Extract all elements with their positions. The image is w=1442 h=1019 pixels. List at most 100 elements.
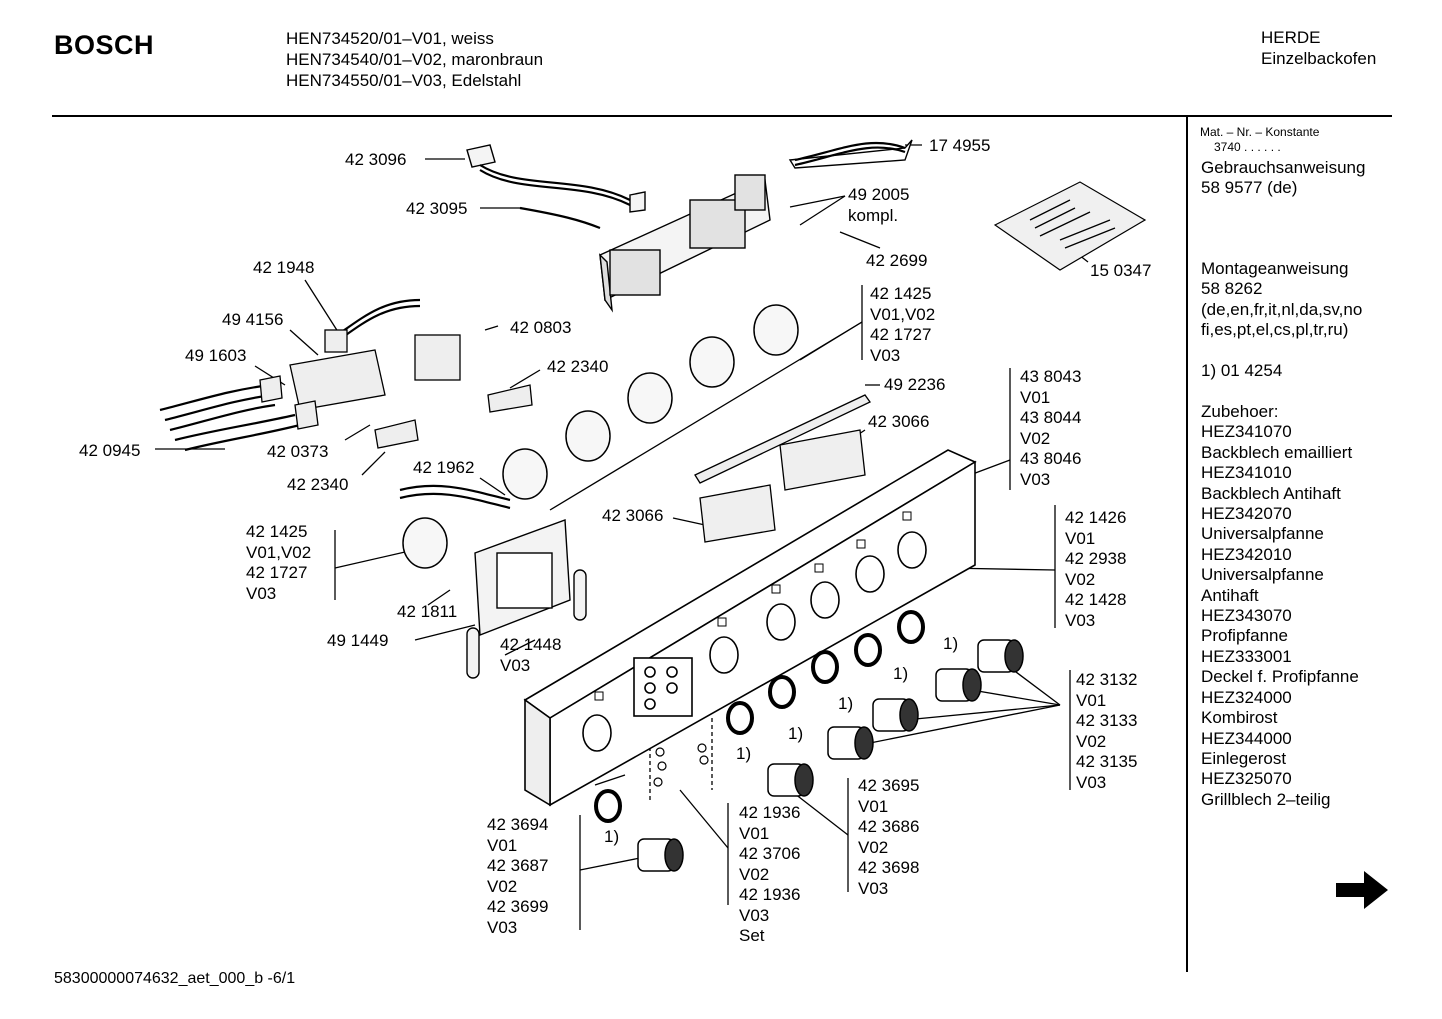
part-label: 42 1936 V01 42 3706 V02 42 1936 V03 Set <box>739 803 800 947</box>
part-line: V03 <box>858 878 889 898</box>
part-line: V02 <box>487 876 518 896</box>
part-line: 43 8046 <box>1020 449 1082 468</box>
part-line: Set <box>739 926 765 945</box>
accessory: HEZ324000 <box>1201 687 1292 707</box>
part-line: 43 8043 <box>1020 367 1082 386</box>
accessory: Deckel f. Profipfanne <box>1201 667 1359 687</box>
part-line: 42 1428 <box>1065 590 1127 609</box>
part-label: 42 1425 V01,V02 42 1727 V03 <box>870 284 935 366</box>
part-line: 42 3695 <box>858 776 920 795</box>
side-line: Gebrauchsanweisung <box>1201 158 1366 177</box>
footnote-mark: 1) <box>893 664 909 683</box>
part-line: 42 3132 <box>1076 670 1138 689</box>
part-label: 42 2340 <box>287 475 349 494</box>
footnote-mark: 1) <box>838 694 854 713</box>
accessory: HEZ342010 <box>1201 544 1292 564</box>
part-label: 42 0803 <box>510 318 572 337</box>
part-line: V03 <box>739 905 770 925</box>
part-line: 42 3706 <box>739 844 801 863</box>
mat-value: 3740 . . . . . . <box>1214 140 1281 154</box>
accessory: HEZ333001 <box>1201 646 1292 666</box>
part-label: 49 1449 <box>327 631 389 650</box>
part-line: V03 <box>1076 772 1107 792</box>
part-line: V01 <box>1076 690 1107 710</box>
part-line: 42 1727 <box>870 325 932 344</box>
part-label: 49 2236 <box>884 375 946 394</box>
part-line: V01 <box>487 835 518 855</box>
accessory: HEZ344000 <box>1201 728 1292 748</box>
part-line: 42 3687 <box>487 856 549 875</box>
part-line: 42 3135 <box>1076 752 1138 771</box>
part-label: 42 3096 <box>345 150 407 169</box>
mat-title: Mat. – Nr. – Konstante <box>1200 125 1320 139</box>
part-label: 42 2340 <box>547 357 609 376</box>
footnote-mark: 1) <box>736 744 752 763</box>
accessory: Grillblech 2–teilig <box>1201 789 1331 809</box>
mat-constant: Mat. – Nr. – Konstante 3740 . . . . . . <box>1200 125 1319 155</box>
part-line: 49 2005 <box>848 185 910 204</box>
part-line: V02 <box>858 837 889 857</box>
part-label: 42 3695 V01 42 3686 V02 42 3698 V03 <box>858 776 919 899</box>
part-label: 49 1603 <box>185 346 247 365</box>
part-line: V01,V02 <box>246 542 312 562</box>
part-line: 42 1936 <box>739 885 801 904</box>
part-line: V03 <box>246 583 277 603</box>
part-line: V01 <box>1065 528 1096 548</box>
category-line: HERDE <box>1261 28 1321 47</box>
part-label: 42 1426 V01 42 2938 V02 42 1428 V03 <box>1065 508 1126 631</box>
part-label: 15 0347 <box>1090 261 1152 280</box>
part-label: 42 1811 <box>397 602 458 621</box>
part-line: V03 <box>1020 469 1051 489</box>
installation-manual: Montageanweisung 58 8262 (de,en,fr,it,nl… <box>1201 259 1362 341</box>
part-label: 42 1948 <box>253 258 315 277</box>
next-page-arrow-icon[interactable] <box>1334 868 1390 912</box>
part-line: V03 <box>1065 610 1096 630</box>
header-divider <box>52 115 1392 117</box>
accessory: Backblech emailliert <box>1201 442 1353 462</box>
part-label: 42 0373 <box>267 442 329 461</box>
accessory: HEZ342070 <box>1201 504 1292 524</box>
accessory: Profipfanne <box>1201 626 1288 646</box>
accessory: Antihaft <box>1201 585 1259 605</box>
part-label: 42 1425 V01,V02 42 1727 V03 <box>246 522 311 604</box>
footnote-mark: 1) <box>943 634 959 653</box>
sidebar-divider <box>1186 117 1188 972</box>
part-label: 43 8043 V01 43 8044 V02 43 8046 V03 <box>1020 367 1081 490</box>
document-id: 58300000074632_aet_000_b -6/1 <box>54 970 296 987</box>
accessory: HEZ341010 <box>1201 463 1292 483</box>
part-label: 42 3132 V01 42 3133 V02 42 3135 V03 <box>1076 670 1137 793</box>
part-line: 42 1727 <box>246 563 308 582</box>
category-line: Einzelbackofen <box>1261 49 1377 68</box>
side-line: (de,en,fr,it,nl,da,sv,no <box>1201 299 1363 319</box>
part-label: 42 3066 <box>602 506 664 525</box>
accessories-title: Zubehoer: <box>1201 402 1279 421</box>
model-line: HEN734520/01–V01, weiss <box>286 29 494 48</box>
side-line: 58 9577 (de) <box>1201 178 1298 198</box>
part-line: 43 8044 <box>1020 408 1082 427</box>
part-line: V03 <box>487 917 518 937</box>
accessory: HEZ325070 <box>1201 769 1292 789</box>
accessory: HEZ343070 <box>1201 606 1292 626</box>
part-line: 42 3686 <box>858 817 920 836</box>
part-line: V03 <box>500 655 531 675</box>
part-line: 42 1425 <box>870 284 932 303</box>
part-label: 42 2699 <box>866 251 928 270</box>
part-line: 42 3698 <box>858 858 920 877</box>
part-line: V02 <box>1076 731 1107 751</box>
user-manual: Gebrauchsanweisung 58 9577 (de) <box>1201 158 1365 199</box>
part-line: V01 <box>739 823 770 843</box>
footnote-mark: 1) <box>604 827 620 846</box>
part-line: V02 <box>1020 428 1051 448</box>
category: HERDE Einzelbackofen <box>1261 27 1376 69</box>
part-line: V01,V02 <box>870 304 936 324</box>
accessory: Einlegerost <box>1201 748 1287 768</box>
part-line: 42 1426 <box>1065 508 1127 527</box>
part-line: kompl. <box>848 205 899 225</box>
brand-logo: BOSCH <box>54 30 155 60</box>
accessory: Universalpfanne <box>1201 524 1324 544</box>
part-line: 42 3699 <box>487 897 549 916</box>
part-label: 42 3095 <box>406 199 468 218</box>
side-line: fi,es,pt,el,cs,pl,tr,ru) <box>1201 320 1349 340</box>
part-line: V02 <box>1065 569 1096 589</box>
